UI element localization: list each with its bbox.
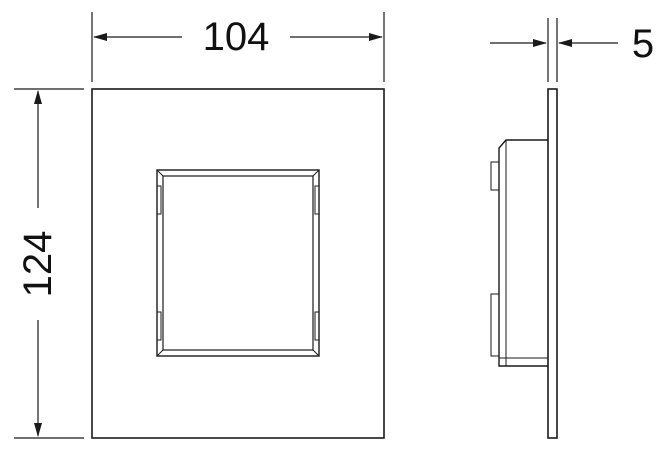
width-dimension-label: 104: [203, 15, 270, 59]
side-plate: [547, 88, 558, 439]
window-corner-line: [312, 349, 320, 357]
depth-dimension-label: 5: [632, 22, 654, 66]
window-corner-line: [312, 169, 320, 177]
side-view: [490, 88, 558, 439]
window-clip-tab: [156, 185, 162, 215]
inner-window-outer: [156, 169, 320, 357]
inner-window-inner: [162, 175, 314, 351]
side-clip: [490, 161, 500, 191]
depth-dimension: [490, 18, 618, 82]
window-clip-tab: [314, 311, 320, 341]
window-clip-tab: [156, 311, 162, 341]
window-corner-line: [156, 349, 164, 357]
height-dimension-label: 124: [16, 231, 60, 298]
front-view: [91, 88, 385, 439]
side-clip: [490, 293, 500, 357]
width-dimension: [91, 12, 385, 82]
window-clip-tab: [314, 185, 320, 215]
height-dimension: [14, 88, 84, 439]
window-corner-line: [156, 169, 164, 177]
outer-plate: [91, 88, 385, 439]
side-body: [498, 139, 548, 367]
